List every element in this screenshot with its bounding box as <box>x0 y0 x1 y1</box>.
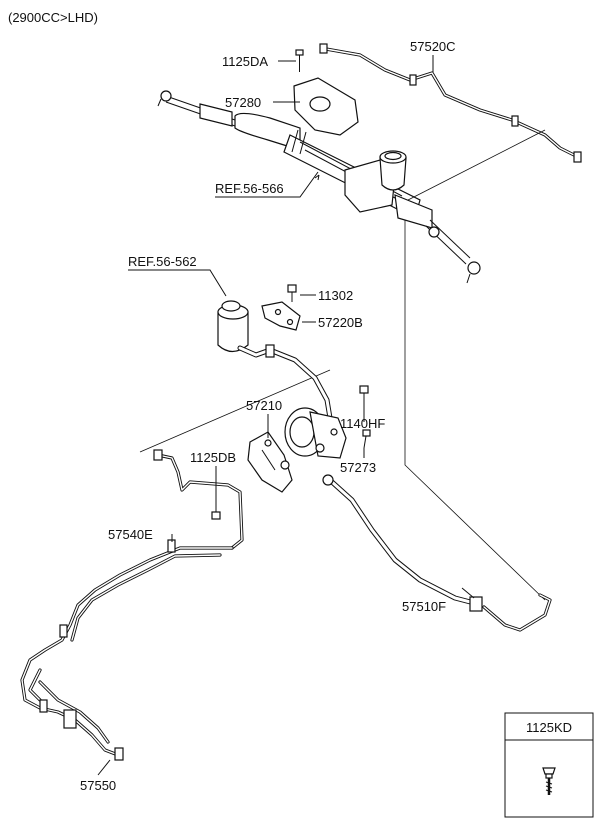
pressure-hose-57510f <box>322 474 552 632</box>
legend-box-code: 1125KD <box>526 720 572 735</box>
callout-1125db: 1125DB <box>190 450 236 465</box>
bolt-icon <box>211 505 221 520</box>
callout-57280: 57280 <box>225 95 261 110</box>
callout-1125da: 1125DA <box>222 54 268 69</box>
callout-57220b: 57220B <box>318 315 363 330</box>
bolt-icon <box>362 429 371 449</box>
steering-gear-assembly <box>157 90 481 284</box>
ref-line <box>407 129 546 201</box>
bolt-icon <box>542 767 556 795</box>
pump-icon <box>284 407 347 459</box>
callout-57210: 57210 <box>246 398 282 413</box>
callout-57550: 57550 <box>80 778 116 793</box>
pipe-57520c <box>319 43 582 163</box>
bolt-icon <box>287 284 297 302</box>
callout-57540e: 57540E <box>108 527 153 542</box>
return-line-57540e <box>20 449 244 761</box>
callout-11302: 11302 <box>318 288 353 303</box>
bracket-57280 <box>291 77 359 155</box>
callout-57273: 57273 <box>340 460 376 475</box>
engine-note: (2900CC>LHD) <box>8 10 98 25</box>
callout-ref-56-562: REF.56-562 <box>128 254 197 269</box>
bracket-57220b <box>261 301 301 331</box>
reservoir-icon <box>217 300 249 353</box>
ref-line <box>404 220 546 601</box>
bolt-icon <box>295 49 304 72</box>
callout-57510f: 57510F <box>402 599 446 614</box>
pump-bracket <box>247 431 293 493</box>
bolt-icon <box>359 385 369 410</box>
callout-ref-56-566: REF.56-566 <box>215 181 284 196</box>
callout-57520c: 57520C <box>410 39 456 54</box>
leader-lines <box>97 55 475 776</box>
suction-hose <box>237 344 333 421</box>
ref-line <box>139 369 331 453</box>
gear-reservoir-icon <box>379 150 407 191</box>
callout-1140hf: 1140HF <box>340 416 385 431</box>
legend-box-1125kd: 1125KD <box>504 712 594 818</box>
